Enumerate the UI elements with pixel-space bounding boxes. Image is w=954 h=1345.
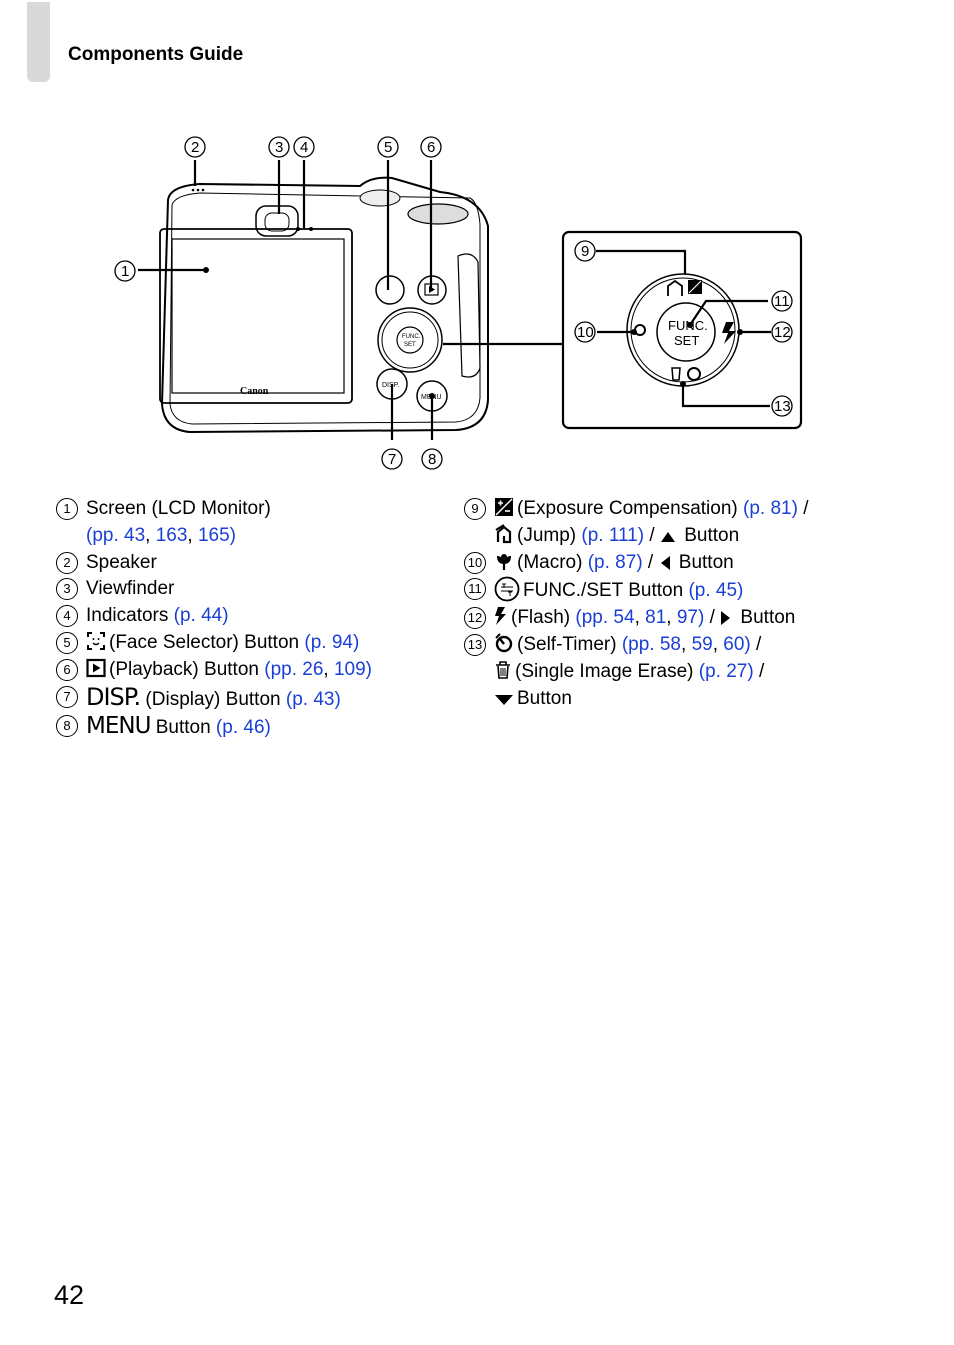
svg-text:FUNC.: FUNC. <box>402 334 421 340</box>
svg-text:5: 5 <box>384 139 392 156</box>
disp-icon: DISP. <box>86 682 141 711</box>
legend-item-12: 12 (Flash) (pp. 54, 81, 97) / Button <box>464 605 934 632</box>
left-triangle-icon <box>660 555 670 570</box>
page-link[interactable]: 60) <box>723 633 751 655</box>
section-title: Components Guide <box>68 44 244 65</box>
item-number: 7 <box>56 685 78 708</box>
page-link[interactable]: (p. 27) <box>698 660 754 682</box>
page-link[interactable]: (pp. 54 <box>575 607 635 629</box>
page-link[interactable]: 163 <box>155 524 188 546</box>
page-number: 42 <box>54 1280 85 1310</box>
macro-icon <box>497 553 511 570</box>
legend-item-6: 6 (Playback) Button (pp. 26, 109) <box>56 657 456 684</box>
flash-icon <box>495 607 506 626</box>
camera-brand: Canon <box>240 386 269 397</box>
func-set-icon <box>494 576 520 602</box>
legend-right: 9 (Exposure Compensation) (p. 81) / (Jum… <box>464 496 934 712</box>
page-link[interactable]: (p. 46) <box>215 717 271 739</box>
page-link[interactable]: 81 <box>645 607 667 629</box>
item-number: 2 <box>56 551 78 574</box>
down-triangle-icon <box>495 694 513 705</box>
page-link[interactable]: (p. 94) <box>304 631 360 653</box>
small-control-dial <box>377 307 443 373</box>
svg-text:SET: SET <box>674 333 699 348</box>
zoom-inset <box>561 230 803 430</box>
jump-icon <box>495 523 512 543</box>
chapter-tab <box>27 2 50 82</box>
item-number: 6 <box>56 658 78 681</box>
item-number: 13 <box>464 633 486 656</box>
item-number: 5 <box>56 631 78 654</box>
trash-icon <box>496 660 510 679</box>
self-timer-icon <box>495 633 513 653</box>
page-link[interactable]: (p. 44) <box>173 605 229 627</box>
page-link[interactable]: (p. 87) <box>587 551 643 573</box>
svg-text:2: 2 <box>191 139 199 156</box>
item-number: 3 <box>56 578 78 601</box>
page-link[interactable]: 59 <box>691 633 713 655</box>
camera-diagram: Canon FUNC. SET DISP. MENU 1 2 3 4 5 6 <box>114 136 803 470</box>
page-link[interactable]: (p. 45) <box>688 580 744 602</box>
svg-text:4: 4 <box>300 139 308 156</box>
svg-text:3: 3 <box>275 139 283 156</box>
playback-icon <box>86 658 106 677</box>
svg-text:DISP.: DISP. <box>382 382 399 389</box>
legend-item-7: 7 DISP. (Display) Button (p. 43) <box>56 682 456 714</box>
callout-numbers: 1 2 3 4 5 6 7 8 <box>114 136 443 470</box>
svg-text:13: 13 <box>774 398 791 415</box>
page-link[interactable]: 97) <box>676 607 705 629</box>
svg-text:7: 7 <box>388 451 396 468</box>
menu-icon: MENU <box>86 713 151 740</box>
exposure-compensation-icon <box>495 498 513 516</box>
svg-text:10: 10 <box>577 324 594 341</box>
page-link[interactable]: (p. 81) <box>743 498 798 519</box>
legend-item-8: 8 MENU Button (p. 46) <box>56 713 456 742</box>
page-link[interactable]: 109) <box>333 658 372 680</box>
page-link[interactable]: (p. 111) <box>581 524 645 546</box>
item-number: 4 <box>56 605 78 628</box>
svg-text:12: 12 <box>774 324 791 341</box>
item-number: 1 <box>56 498 78 520</box>
legend-item-1: 1 Screen (LCD Monitor) (pp. 43, 163, 165… <box>56 496 456 550</box>
page-link[interactable]: (p. 43) <box>285 688 341 710</box>
mode-dial <box>407 203 469 225</box>
legend-item-13: 13 (Self-Timer) (pp. 58, 59, 60) / (Sing… <box>464 632 934 712</box>
camera-body <box>160 176 489 434</box>
svg-text:8: 8 <box>428 451 436 468</box>
page-link[interactable]: 165) <box>197 524 237 546</box>
svg-text:6: 6 <box>427 139 435 156</box>
item-number: 12 <box>464 607 486 630</box>
up-triangle-icon <box>660 531 675 542</box>
viewfinder <box>255 205 299 237</box>
face-selector-button <box>375 275 405 305</box>
page-link[interactable]: (pp. 43 <box>86 524 146 546</box>
inset-callout-numbers: 9 10 11 12 13 <box>574 240 793 417</box>
item-number: 11 <box>464 578 486 601</box>
svg-text:1: 1 <box>121 263 129 280</box>
func-set-button-large <box>656 302 716 362</box>
legend-left: 1 Screen (LCD Monitor) (pp. 43, 163, 165… <box>56 496 456 742</box>
face-selector-icon <box>87 631 105 650</box>
item-number: 9 <box>464 498 486 520</box>
svg-text:11: 11 <box>774 293 790 310</box>
legend-item-10: 10 (Macro) (p. 87) / Button <box>464 550 934 577</box>
legend-item-2: 2 Speaker <box>56 550 456 577</box>
legend-item-5: 5 (Face Selector) Button (p. 94) <box>56 630 456 657</box>
lcd-screen <box>159 228 353 404</box>
svg-text:SET: SET <box>404 342 416 348</box>
item-number: 10 <box>464 551 486 574</box>
svg-text:9: 9 <box>581 243 589 260</box>
item-number: 8 <box>56 715 78 738</box>
legend-item-9: 9 (Exposure Compensation) (p. 81) / (Jum… <box>464 496 934 550</box>
grip <box>457 253 481 378</box>
page-link[interactable]: (pp. 58 <box>621 633 681 655</box>
legend-item-11: 11 FUNC./SET Button (p. 45) <box>464 576 934 605</box>
right-triangle-icon <box>721 611 731 626</box>
legend-item-3: 3 Viewfinder <box>56 576 456 603</box>
legend-item-4: 4 Indicators (p. 44) <box>56 603 456 630</box>
page-link[interactable]: (pp. 26 <box>264 658 324 680</box>
